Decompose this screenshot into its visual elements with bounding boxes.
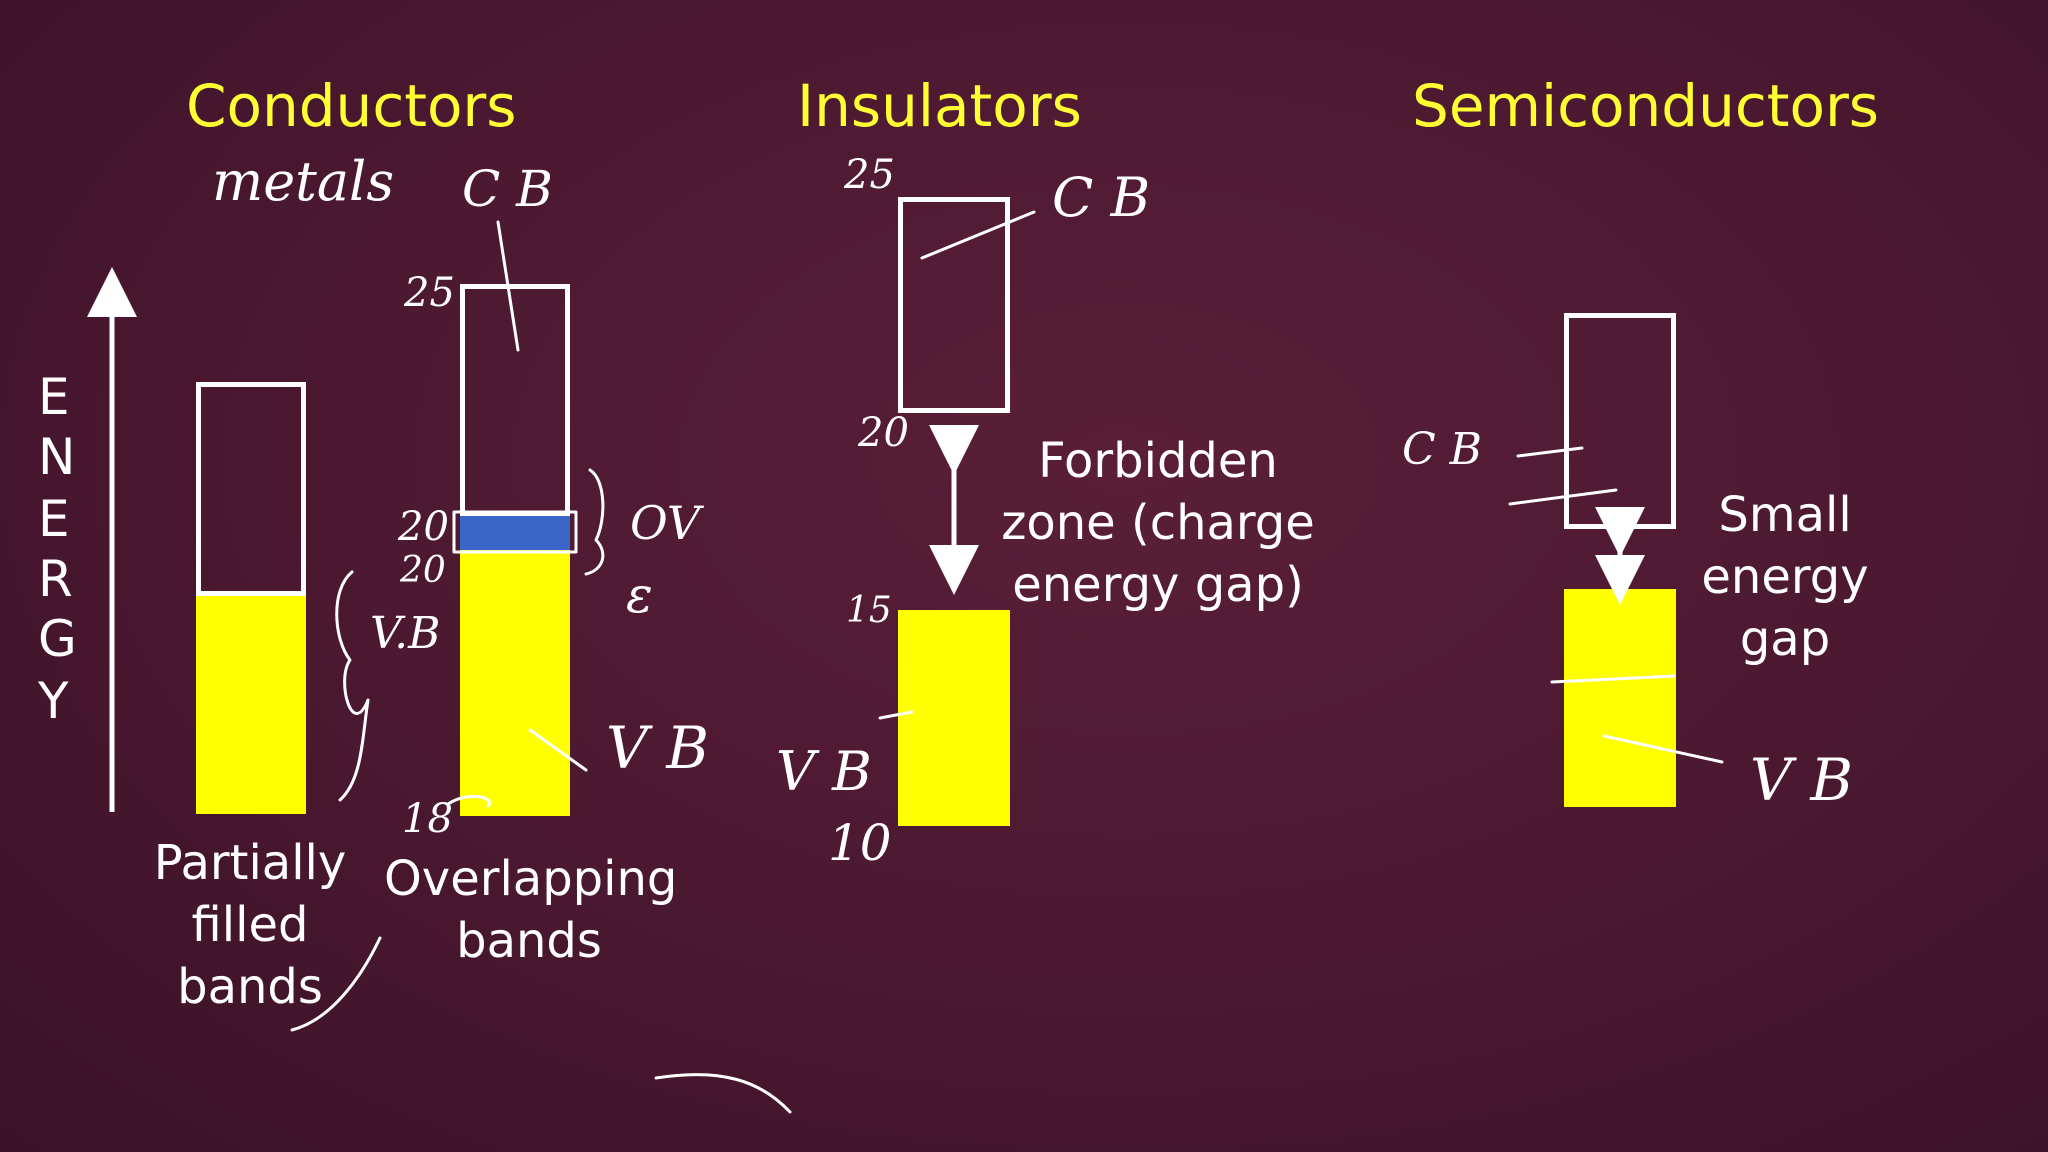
valence-band-semiconductor <box>1564 589 1676 807</box>
label-line: bands <box>177 959 323 1015</box>
energy-letter: R <box>38 550 73 608</box>
hw-epsilon: ε <box>626 566 653 624</box>
bracket-vb <box>335 570 370 802</box>
label-forbidden-zone: Forbidden zone (charge energy gap) <box>1000 430 1316 616</box>
label-overlapping: Overlapping bands <box>384 848 678 972</box>
energy-letter: N <box>38 428 76 486</box>
stroke-18 <box>446 794 491 808</box>
label-line: Partially <box>153 835 347 891</box>
hw-num-20-b: 20 <box>400 550 446 591</box>
stroke-bottom <box>654 1073 792 1114</box>
pointer-vb-semi-2 <box>1602 734 1724 764</box>
energy-letter: Y <box>38 672 69 730</box>
title-semiconductors: Semiconductors <box>1412 72 1880 140</box>
label-line: energy <box>1701 549 1869 605</box>
label-line: filled <box>191 897 309 953</box>
label-line: gap <box>1739 611 1831 667</box>
hw-vb-conductor: V B <box>606 714 709 782</box>
hw-cb-semi: C B <box>1402 424 1482 475</box>
overlap-region <box>460 516 570 550</box>
hw-cb-insulator: C B <box>1052 166 1151 229</box>
hw-num-18: 18 <box>402 796 453 842</box>
hw-num-10: 10 <box>828 814 892 872</box>
pointer-cb-semi-1 <box>1516 446 1584 458</box>
energy-letter: G <box>38 610 77 668</box>
hw-cb-conductor: C B <box>462 160 553 218</box>
valence-band-partial <box>196 596 306 814</box>
hw-vb-semi: V B <box>1750 746 1853 814</box>
pointer-vb-insulator <box>878 710 914 720</box>
label-line: zone (charge <box>1001 495 1315 551</box>
valence-band-overlap <box>460 550 570 816</box>
conduction-band-insulator <box>898 197 1010 413</box>
hw-num-25-ins: 25 <box>844 152 895 198</box>
label-line: bands <box>456 913 602 969</box>
hw-metals: metals <box>212 150 395 213</box>
pointer-cb-conductor <box>496 220 520 352</box>
conduction-band-partial <box>196 382 306 596</box>
title-conductors: Conductors <box>186 72 517 140</box>
label-line: Overlapping <box>384 851 678 907</box>
bracket-ov <box>584 468 605 576</box>
energy-letter: E <box>38 490 70 548</box>
label-line: energy gap) <box>1012 557 1304 613</box>
label-small-gap: Small energy gap <box>1700 484 1870 670</box>
stroke-slash <box>290 936 382 1032</box>
hw-vb-insulator: V B <box>776 740 872 803</box>
energy-letter: E <box>38 368 70 426</box>
label-line: Forbidden <box>1038 433 1278 489</box>
hw-num-20-a: 20 <box>398 504 449 550</box>
hw-vb-bracket: V.B <box>370 608 441 659</box>
pointer-vb-conductor <box>528 728 588 772</box>
pointer-cb-semi-2 <box>1508 488 1618 506</box>
hw-num-15: 15 <box>846 590 892 631</box>
title-insulators: Insulators <box>797 72 1082 140</box>
hw-ov: OV <box>630 496 701 550</box>
pointer-vb-semi-1 <box>1550 674 1676 684</box>
label-line: Small <box>1718 487 1852 543</box>
hw-num-25-a: 25 <box>404 270 455 316</box>
valence-band-insulator <box>898 610 1010 826</box>
overlap-box <box>452 510 578 554</box>
pointer-cb-insulator <box>920 210 1036 260</box>
label-partially-filled: Partially filled bands <box>148 832 352 1018</box>
hw-num-20-ins: 20 <box>858 410 909 456</box>
